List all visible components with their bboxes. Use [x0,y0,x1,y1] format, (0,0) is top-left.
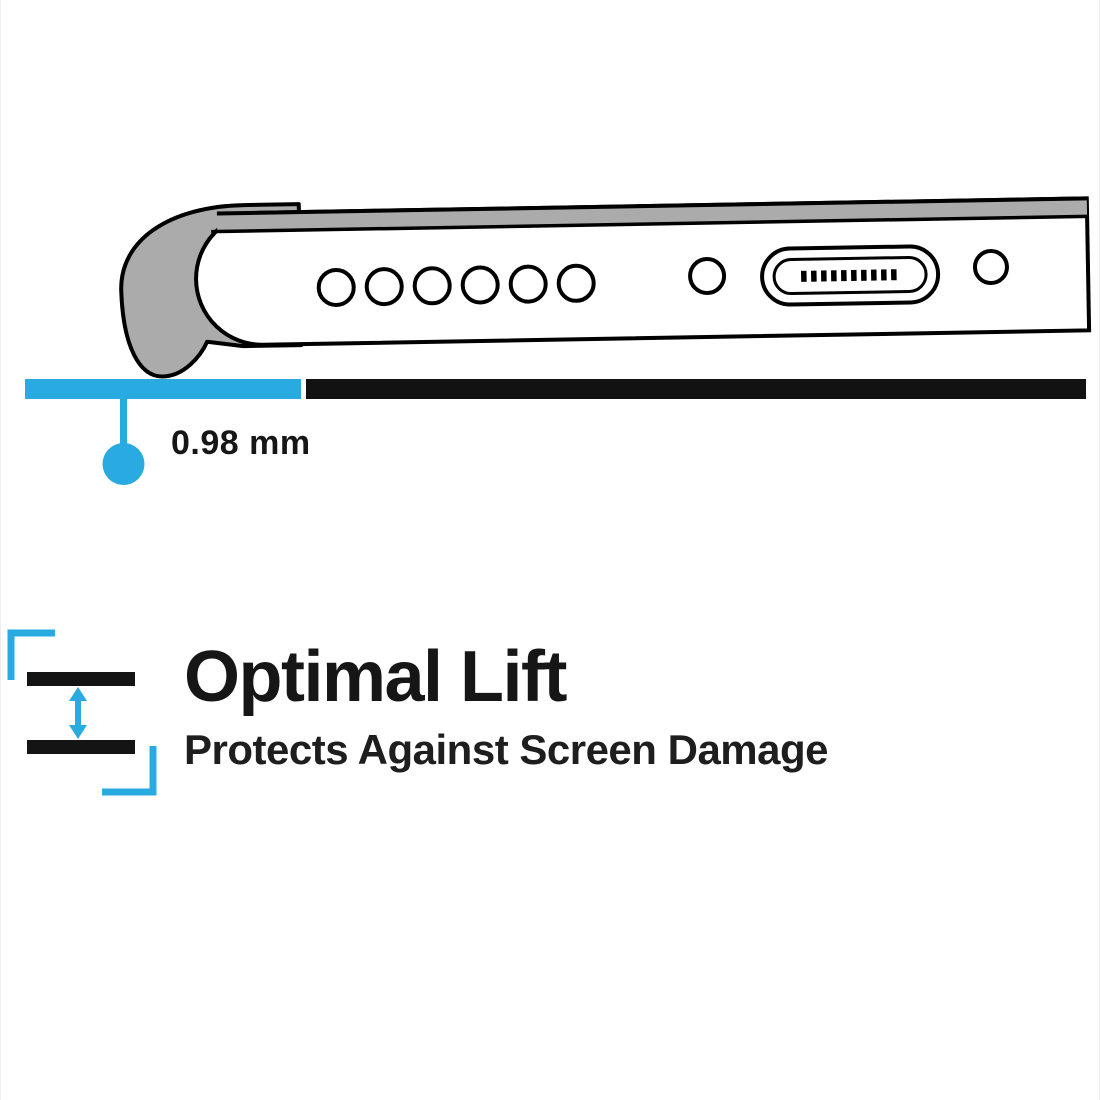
surface-highlight-bar [25,379,301,399]
charging-port-inner [772,255,928,296]
measurement-pointer-line [120,399,127,448]
speaker-holes [316,263,596,307]
lift-bar-bottom [27,740,135,754]
bracket-top-left-icon [7,629,55,680]
surface-bar [306,379,1086,399]
screen-edge-strip-top-line [216,196,1087,216]
lift-arrow-up-head-icon [69,687,87,701]
lift-height-icon [7,629,157,796]
charging-port-icon [760,244,941,307]
mic-hole [688,257,727,296]
side-hole [972,249,1009,286]
speaker-hole [556,263,596,303]
speaker-hole [460,265,500,305]
measurement-pointer-dot [102,443,145,485]
port-pins [801,269,898,282]
lift-bar-top [27,672,135,686]
phone-with-case [119,196,1092,379]
speaker-hole [316,267,356,307]
feature-subtitle: Protects Against Screen Damage [184,726,829,773]
phone-bottom-edge-illustration [25,196,1092,485]
bracket-bottom-right-icon [102,746,157,796]
feature-title: Optimal Lift [184,637,567,717]
speaker-hole [364,267,404,307]
speaker-hole [412,266,452,306]
lift-arrow-down-head-icon [69,725,87,739]
screen-edge-strip [216,198,1088,232]
screen-edge-strip-bottom-line [211,214,1088,234]
measurement-label: 0.98 mm [171,424,311,462]
speaker-hole [508,264,548,304]
